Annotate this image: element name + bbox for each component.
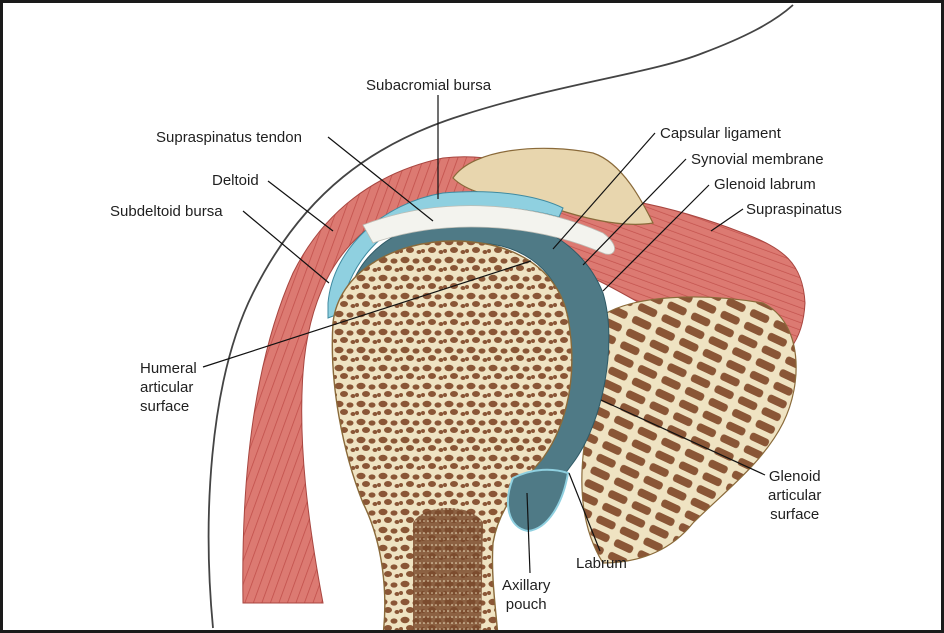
- leader-supraspinatus: [710, 208, 744, 232]
- leader-capsular-ligament: [552, 132, 656, 250]
- capsule: [362, 205, 615, 255]
- label-supraspinatus: Supraspinatus: [746, 201, 842, 218]
- label-deltoid: Deltoid: [212, 172, 259, 189]
- label-glenoid-labrum: Glenoid labrum: [714, 176, 816, 193]
- scapula: [581, 296, 797, 564]
- label-labrum: Labrum: [576, 555, 627, 572]
- label-axillary-line-1: Axillary: [502, 577, 551, 594]
- label-capsular-ligament: Capsular ligament: [660, 125, 781, 142]
- leader-lines: [202, 95, 766, 574]
- leader-supraspinatus-tendon: [327, 136, 434, 222]
- skin-outline: [207, 4, 794, 629]
- label-axillary-line-2: pouch: [505, 596, 547, 613]
- axillary-pouch-shape: [507, 468, 570, 533]
- label-supraspinatus-tendon: Supraspinatus tendon: [156, 129, 302, 146]
- leader-synovial-membrane: [582, 158, 687, 266]
- leader-humeral-articular-surface: [202, 260, 532, 368]
- label-axillary-pouch: Axillary pouch: [502, 576, 550, 614]
- shoulder-illustration: [202, 4, 806, 630]
- leader-deltoid: [267, 180, 334, 232]
- label-glenoid-line-2: articular: [768, 487, 822, 504]
- label-humeral-line-1: Humeral: [140, 360, 197, 377]
- label-glenoid-line-3: surface: [770, 506, 820, 523]
- label-subdeltoid-bursa: Subdeltoid bursa: [110, 203, 223, 220]
- label-humeral-line-3: surface: [140, 398, 190, 415]
- label-glenoid-articular-surface: Glenoid articular surface: [768, 467, 821, 524]
- label-synovial-membrane: Synovial membrane: [691, 151, 824, 168]
- leader-glenoid-articular-surface: [600, 399, 766, 476]
- humerus-shaft: [413, 508, 483, 630]
- label-subacromial-bursa: Subacromial bursa: [366, 77, 492, 94]
- label-humeral-articular-surface: Humeral articular surface: [140, 359, 197, 416]
- leader-axillary-pouch: [526, 492, 531, 574]
- label-humeral-line-2: articular: [140, 379, 194, 396]
- leader-labrum: [568, 472, 601, 552]
- leader-glenoid-labrum: [602, 184, 710, 292]
- label-glenoid-line-1: Glenoid: [768, 468, 821, 485]
- leader-subdeltoid-bursa: [242, 210, 330, 284]
